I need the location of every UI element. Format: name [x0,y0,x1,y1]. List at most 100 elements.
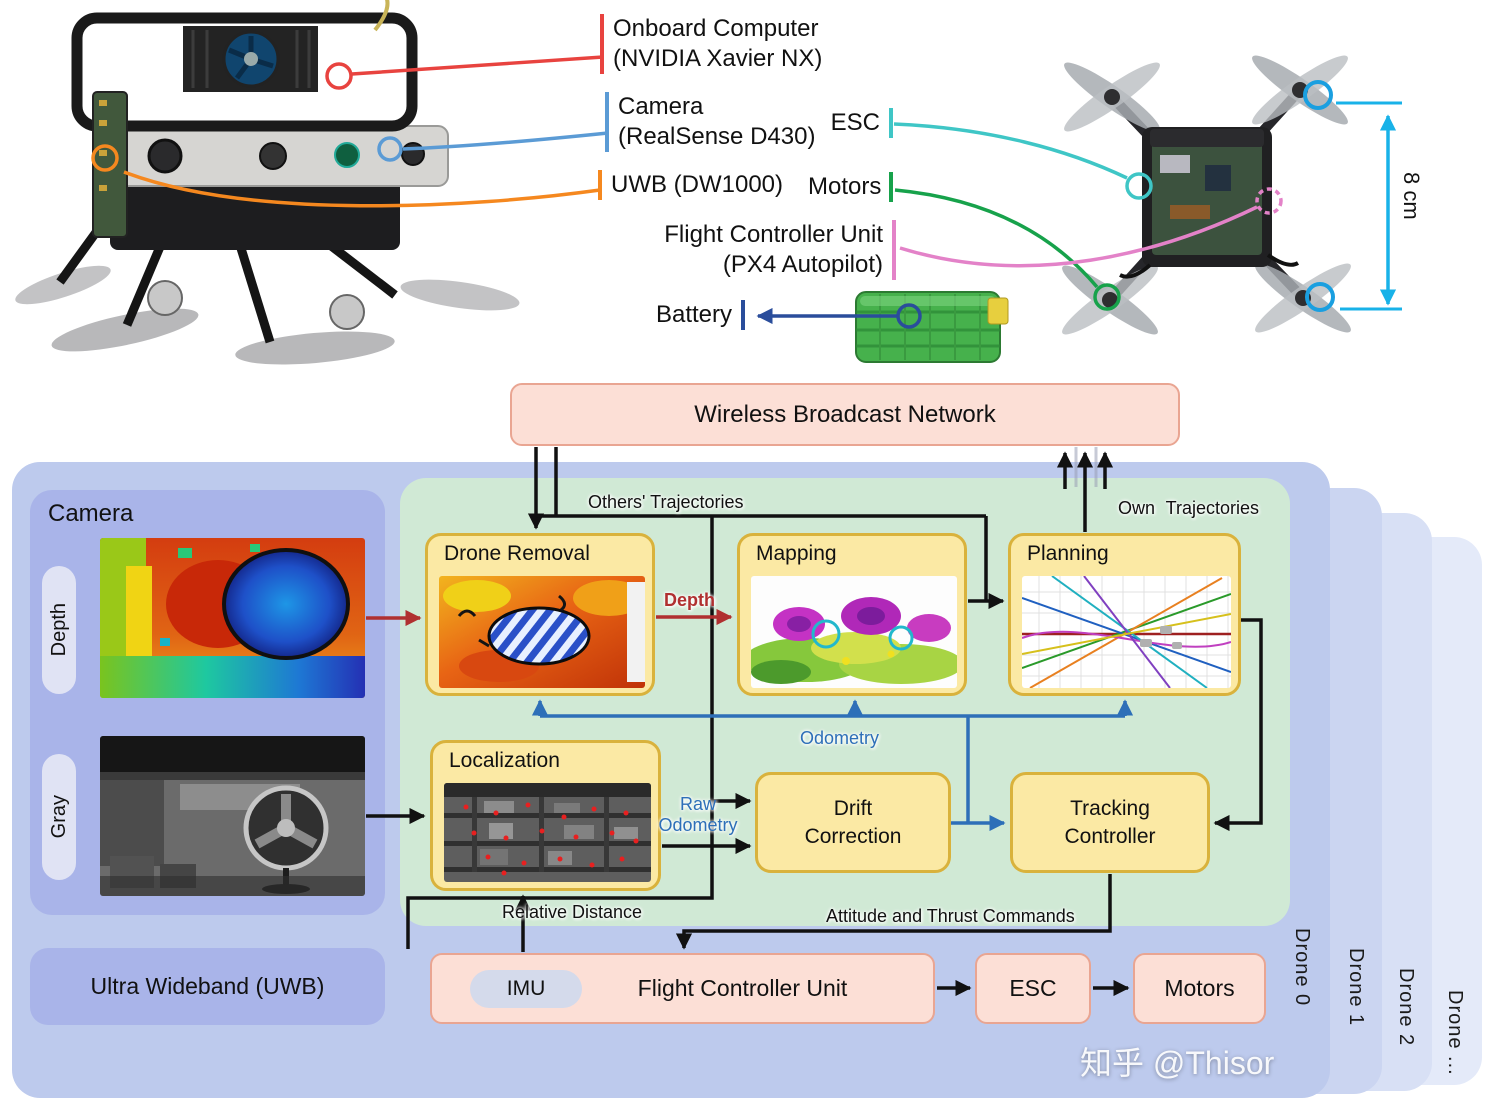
gray-image [100,736,365,896]
callout-fcu-line2: (PX4 Autopilot) [722,251,883,278]
wireless-broadcast-network-box: Wireless Broadcast Network [510,383,1180,446]
mapping-image [751,576,957,688]
odometry-flow-label: Odometry [800,728,880,748]
relative-distance-label: Relative Distance [502,902,643,922]
dimension-label: 8 cm [1399,172,1424,220]
mapping-module: Mapping [737,533,967,696]
raw-odometry-line1: Raw [679,794,716,814]
drift-correction-module: Drift Correction [755,772,951,873]
localization-title: Localization [449,749,560,772]
watermark: 知乎 @Thisor [1080,1045,1275,1081]
callout-onboard-line2: (NVIDIA Xavier NX) [613,45,823,72]
gray-pill-label: Gray [47,795,70,839]
battery-photo-svg [855,291,1009,363]
depth-pill: Depth [42,566,76,694]
pcb-component [1160,155,1190,173]
uwb-panel-label: Ultra Wideband (UWB) [90,973,325,999]
drone-removal-image [439,576,645,688]
planning-image-svg [1022,576,1231,688]
motors-label: Motors [1164,975,1235,1001]
drone-removal-image-svg [439,576,645,688]
drone-layer-1-label: Drone 1 [1345,948,1367,1027]
tracking-controller-line1: Tracking [1070,797,1150,821]
localization-image [444,783,651,882]
camera-panel-title: Camera [48,500,134,527]
callout-battery-line1: Battery [655,301,732,328]
fan-blades [228,36,274,80]
gray-pill: Gray [42,754,76,880]
own-trajectories-label: Own Trajectories [1118,498,1260,518]
propellers-bottom [15,265,520,365]
battery-connector [987,297,1009,325]
camera-lens [147,138,183,174]
planning-module: Planning [1008,533,1241,696]
callout-camera-line2: (RealSense D430) [618,123,816,150]
fan-hub [244,52,258,66]
mapping-image-svg [751,576,957,688]
planning-image [1022,576,1231,688]
callout-onboard-computer: Onboard Computer (NVIDIA Xavier NX) [600,14,822,74]
callout-fcu-line1: Flight Controller Unit [664,221,883,248]
raw-odometry-label: Raw Odometry [648,794,748,836]
callout-onboard-line1: Onboard Computer [613,15,819,42]
mapping-title: Mapping [756,542,837,565]
callout-battery: Battery [650,300,745,330]
attitude-thrust-label: Attitude and Thrust Commands [826,906,1075,926]
drone-layer-3-label: Drone ... [1444,990,1466,1076]
wireless-broadcast-network-label: Wireless Broadcast Network [694,400,996,428]
motor [147,280,183,316]
callout-camera-line1: Camera [618,93,704,120]
callout-esc-line1: ESC [830,109,880,136]
side-pcb [92,91,128,238]
imu-pill: IMU [470,970,582,1008]
drone-layer-0-label: Drone 0 [1291,928,1313,1007]
motors-box: Motors [1133,953,1266,1024]
callout-fcu: Flight Controller Unit (PX4 Autopilot) [648,220,896,280]
drone-removal-title: Drone Removal [444,542,590,565]
pcb-component [1170,205,1210,219]
planning-title: Planning [1027,542,1109,565]
drift-correction-line1: Drift [833,797,873,821]
camera-lens-green [334,142,360,168]
drone-removal-module: Drone Removal [425,533,655,696]
depth-image-svg [100,538,365,698]
battery-photo [850,282,1015,374]
callout-uwb-line1: UWB (DW1000) [611,171,784,198]
localization-module: Localization [430,740,661,891]
imu-label: IMU [506,977,546,1000]
callout-motors: Motors [808,172,893,202]
wires [1119,253,1300,279]
camera-lens [401,142,425,166]
camera-lens [259,142,287,170]
drone-photo-side-svg [15,0,520,365]
raw-odometry-line2: Odometry [658,815,738,835]
callout-esc: ESC [820,108,893,138]
others-trajectories-label: Others' Trajectories [588,492,744,512]
drift-correction-line2: Correction [804,824,902,848]
camera-panel: Camera Depth Gray [30,490,385,915]
antenna-wire [373,0,390,32]
depth-image [100,538,365,698]
wrap-highlight [860,296,996,306]
callout-uwb: UWB (DW1000) [598,170,783,200]
callout-camera: Camera (RealSense D430) [605,92,815,152]
drone-photo-top [1000,15,1400,370]
tracking-controller-module: Tracking Controller [1010,772,1210,873]
drone-photo-top-svg [1062,55,1351,335]
drone-photo-side [15,0,535,435]
localization-image-svg [444,783,651,882]
drone-layer-2-label: Drone 2 [1395,968,1417,1047]
callout-motors-line1: Motors [808,173,882,200]
top-plate [1150,129,1264,147]
depth-pill-label: Depth [47,603,70,657]
heatsink-fins [191,30,311,88]
gray-image-svg [100,736,365,896]
tracking-controller-line2: Controller [1064,824,1156,848]
fcu-box: IMU Flight Controller Unit [430,953,935,1024]
esc-box: ESC [975,953,1091,1024]
esc-label: ESC [1009,975,1057,1001]
uwb-panel: Ultra Wideband (UWB) [30,948,385,1025]
depth-flow-label: Depth [664,590,715,610]
motor [329,294,365,330]
